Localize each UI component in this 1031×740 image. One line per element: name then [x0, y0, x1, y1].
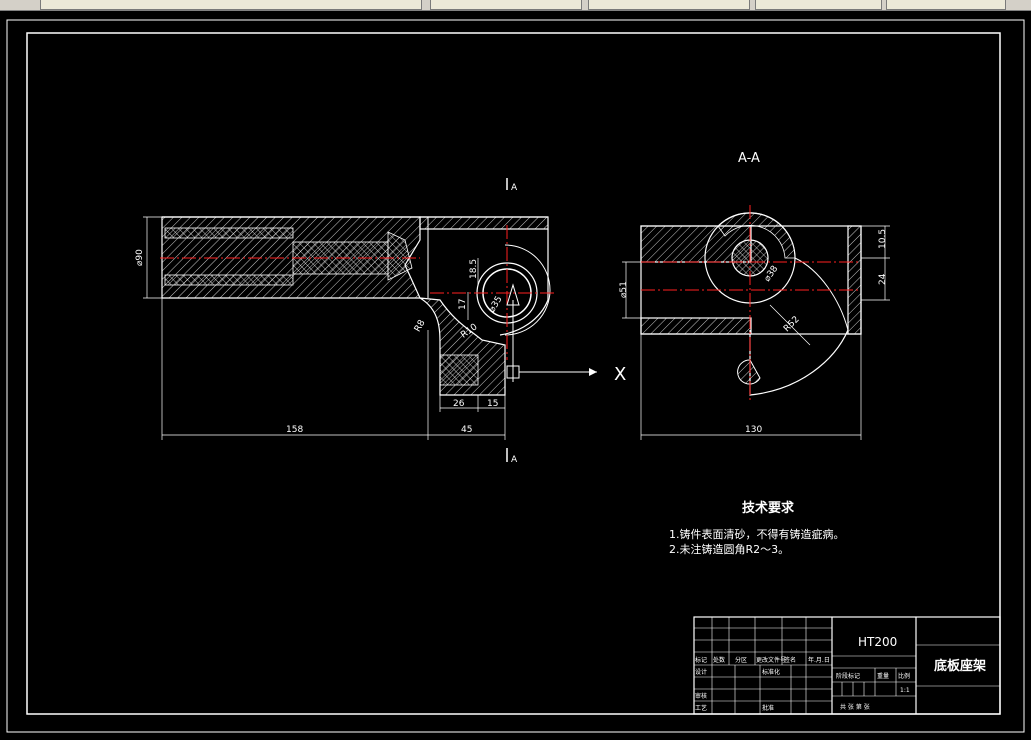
cad-drawing: X A A ⌀90 158 45 26 15 18.5 17 R10 R8: [6, 19, 1025, 733]
title-block-text: HT200 底板座架 1:1 标记 处数 分区 更改文件号 签名 年.月.日 设…: [695, 635, 986, 712]
tb-approve: 批准: [762, 704, 774, 712]
title-block: [693, 616, 1001, 715]
outer-frame: [6, 19, 1025, 733]
dim-18-5: 18.5: [469, 259, 479, 279]
section-view-title: A-A: [738, 151, 760, 166]
technical-requirements: 技术要求 1.铸件表面清砂，不得有铸造疵病。 2.未注铸造圆角R2～3。: [669, 500, 845, 556]
dim-26: 26: [453, 399, 465, 409]
toolbar-tab-1[interactable]: [430, 0, 582, 10]
section-marker-top: A: [511, 183, 518, 193]
toolbar-tab-2[interactable]: [588, 0, 750, 10]
tb-zone: 分区: [735, 656, 747, 664]
inner-frame: [26, 32, 1001, 715]
tb-sheets: 共 张 第 张: [840, 703, 870, 711]
dim-158: 158: [286, 425, 303, 435]
scale-value: 1:1: [900, 687, 910, 694]
part-name: 底板座架: [934, 658, 986, 674]
tech-line-2: 2.未注铸造圆角R2～3。: [669, 542, 789, 556]
drawing-canvas[interactable]: X A A ⌀90 158 45 26 15 18.5 17 R10 R8: [0, 11, 1031, 736]
dim-d90: ⌀90: [135, 249, 145, 266]
section-view: A-A 130 ⌀5: [619, 151, 890, 440]
dim-130: 130: [745, 425, 762, 435]
material-label: HT200: [858, 635, 897, 649]
tb-count: 处数: [713, 656, 725, 664]
dim-45: 45: [461, 425, 472, 435]
toolbar-strip[interactable]: [40, 0, 422, 10]
toolbar-tab-3[interactable]: [755, 0, 882, 10]
dim-d51: ⌀51: [619, 281, 629, 298]
tb-review: 审核: [695, 692, 707, 700]
tb-standard: 标准化: [762, 668, 780, 676]
toolbar-tab-4[interactable]: [886, 0, 1006, 10]
tb-process: 工艺: [695, 704, 707, 712]
tech-title: 技术要求: [742, 500, 795, 516]
dim-d35: ⌀35: [488, 295, 505, 315]
tb-weight: 重量: [877, 672, 889, 680]
dim-15: 15: [487, 399, 498, 409]
dim-24: 24: [878, 273, 888, 285]
axis-x-symbol: X: [614, 364, 626, 385]
dim-10-5: 10.5: [878, 229, 888, 249]
dim-r8: R8: [413, 318, 428, 334]
window-toolbar: [0, 0, 1031, 11]
dim-r52: R52: [782, 315, 802, 335]
section-marker-bottom: A: [511, 455, 518, 465]
dim-17: 17: [458, 299, 468, 310]
tb-stage: 阶段标记: [836, 672, 860, 680]
tb-date: 年.月.日: [808, 656, 830, 664]
tb-mark: 标记: [695, 656, 707, 664]
tb-change-doc: 更改文件号: [756, 656, 786, 664]
main-view: X A A ⌀90 158 45 26 15 18.5 17 R10 R8: [135, 178, 626, 465]
tech-line-1: 1.铸件表面清砂，不得有铸造疵病。: [669, 527, 845, 541]
tb-sign: 签名: [784, 656, 796, 664]
tb-scale: 比例: [898, 672, 910, 680]
tb-design: 设计: [695, 668, 707, 676]
